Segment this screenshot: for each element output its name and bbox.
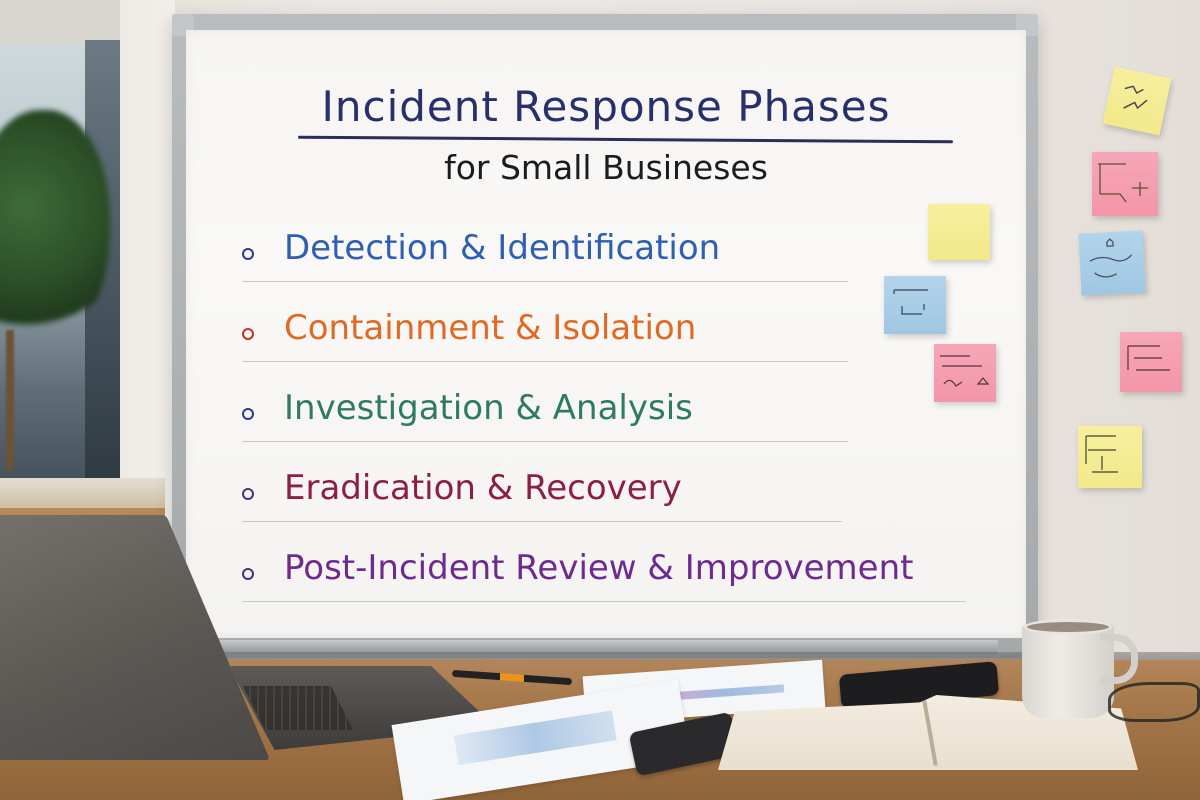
phase-label: Detection & Identification: [284, 228, 721, 268]
potted-plant: [0, 110, 110, 350]
bullet-circle-icon: [242, 328, 254, 340]
scribble-icon: [1127, 345, 1170, 371]
whiteboard-subtitle: for Small Busineses: [444, 148, 768, 187]
bullet-circle-icon: [242, 488, 254, 500]
divider: [242, 520, 842, 522]
scribble-icon: [1098, 163, 1148, 203]
wall-pillar: [120, 0, 175, 520]
sticky-note: [1078, 230, 1146, 296]
scribble-icon: [1085, 435, 1118, 473]
bullet-circle-icon: [242, 248, 254, 260]
phase-label: Containment & Isolation: [284, 308, 697, 348]
coffee-mug-rim: [1024, 619, 1112, 635]
sticky-note: [928, 204, 990, 260]
scribble-icon: [893, 289, 928, 315]
phase-item: Detection & Identification: [242, 214, 982, 294]
divider: [242, 360, 848, 362]
phase-label: Post-Incident Review & Improvement: [284, 548, 914, 588]
sticky-note: [884, 276, 946, 334]
phase-item: Investigation & Analysis: [242, 374, 982, 454]
scribble-icon: [940, 355, 990, 387]
phase-item: Post-Incident Review & Improvement: [242, 534, 982, 614]
whiteboard-title: Incident Response Phases: [321, 82, 891, 131]
bullet-circle-icon: [242, 408, 254, 420]
coffee-mug-handle: [1100, 634, 1138, 684]
plant-trunk: [6, 330, 14, 470]
divider: [242, 440, 848, 442]
marker-tray: [212, 640, 998, 654]
eyeglasses: [1108, 682, 1200, 722]
whiteboard-surface: Incident Response Phases for Small Busin…: [186, 30, 1026, 638]
laptop-keyboard: [243, 686, 353, 730]
scribble-icon: [1123, 85, 1148, 110]
phase-item: Containment & Isolation: [242, 294, 982, 374]
phase-list: Detection & Identification Containment &…: [242, 214, 982, 614]
scribble-icon: [1089, 238, 1133, 278]
phase-label: Investigation & Analysis: [284, 388, 693, 428]
sticky-note: [1102, 66, 1172, 136]
divider: [242, 280, 848, 282]
coffee-mug: [1022, 624, 1114, 718]
sticky-note: [1120, 332, 1182, 392]
divider: [242, 600, 966, 602]
sticky-note: [934, 344, 996, 402]
sticky-note: [1092, 152, 1158, 216]
title-underline: [297, 135, 954, 144]
chart-bars-icon: [673, 684, 785, 701]
bullet-circle-icon: [242, 568, 254, 580]
phase-item: Eradication & Recovery: [242, 454, 982, 534]
phase-label: Eradication & Recovery: [284, 468, 682, 508]
whiteboard: Incident Response Phases for Small Busin…: [172, 14, 1038, 658]
chart-bars-icon: [453, 710, 617, 766]
sticky-note: [1078, 426, 1142, 488]
